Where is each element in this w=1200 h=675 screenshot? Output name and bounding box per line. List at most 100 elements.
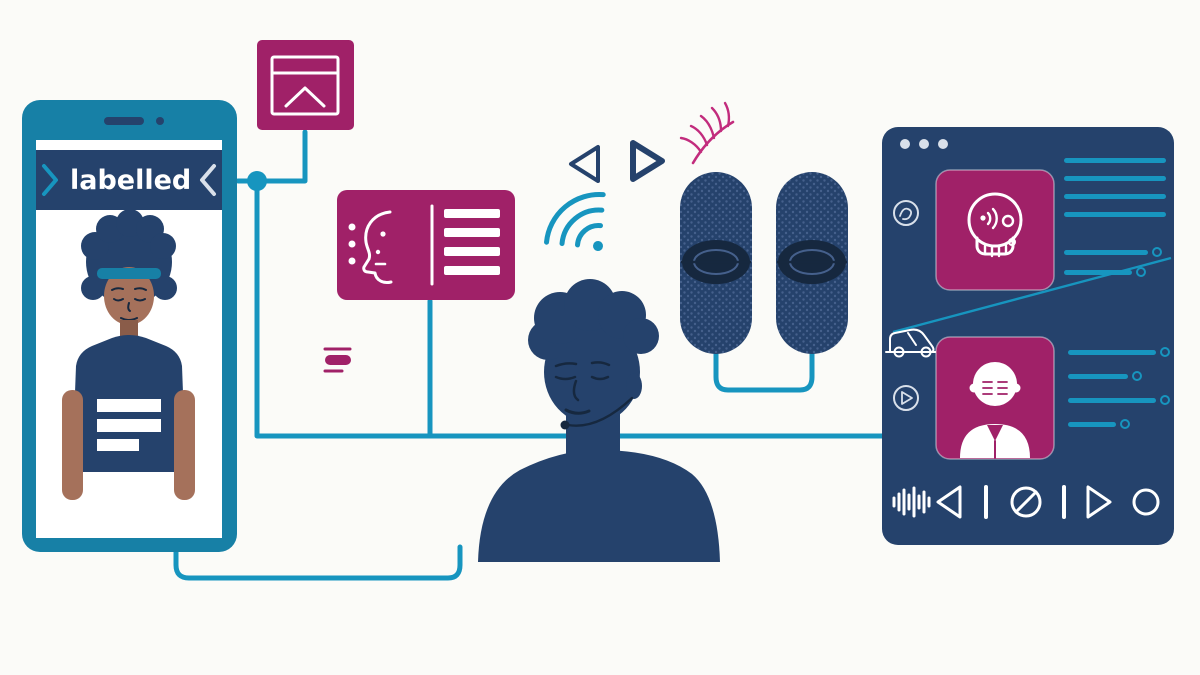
van-window-line — [907, 332, 917, 346]
line-end-dot — [1136, 267, 1146, 277]
ear — [626, 373, 642, 399]
window-dot — [919, 139, 929, 149]
nose — [127, 302, 131, 312]
screen-label: labelled — [70, 165, 191, 196]
text-bar-2 — [444, 228, 500, 237]
block-icon — [1010, 486, 1042, 518]
wifi-arc-2 — [559, 207, 605, 247]
play-badge-icon — [893, 385, 919, 411]
wifi-arc-3 — [544, 192, 606, 245]
header-bar — [36, 150, 222, 210]
feather-stem — [691, 120, 735, 165]
wifi-arc-1 — [575, 223, 603, 248]
microphone-right — [776, 172, 848, 354]
text-line-dotted — [1068, 350, 1156, 355]
hair-curl — [623, 318, 659, 354]
eyebrows — [111, 287, 147, 291]
feather-barb — [710, 106, 723, 133]
connector-main-bus — [254, 178, 885, 439]
text-bar-1 — [444, 209, 500, 218]
microphone-left — [680, 172, 752, 354]
card-bg — [935, 169, 1055, 291]
arm-left — [62, 390, 83, 500]
van-wheel — [920, 346, 932, 358]
playback-controls — [892, 485, 1160, 519]
toggle-pill — [325, 355, 351, 365]
mic-boom — [566, 396, 634, 427]
forward-icon — [1086, 485, 1112, 519]
line-end-dot — [1132, 371, 1142, 381]
van-wheel — [893, 346, 905, 358]
arm-right — [174, 390, 195, 500]
text-line-dotted — [1064, 250, 1148, 255]
app-panel — [882, 127, 1174, 545]
rewind-icon — [936, 485, 962, 519]
skull-eye-dot — [980, 215, 986, 221]
window-dot — [938, 139, 948, 149]
dot-3 — [348, 257, 356, 265]
microphone-pair — [680, 172, 848, 393]
headset-mic-icon — [560, 420, 570, 430]
face — [104, 267, 154, 325]
window-dots — [900, 139, 948, 149]
avatar-collar — [987, 425, 1003, 441]
nose — [572, 379, 580, 402]
text-line — [1064, 212, 1166, 217]
chevron-right-icon — [42, 164, 58, 196]
line-end-dot — [1152, 247, 1162, 257]
skull-text-lines — [1064, 158, 1166, 277]
screen-header: labelled — [36, 150, 222, 210]
badge-play-flag — [901, 391, 913, 405]
connector-phone-bottom — [173, 544, 463, 581]
camera-dot — [156, 117, 164, 125]
text-line-dotted — [1068, 374, 1128, 379]
connector-phone-to-thumbnail — [235, 129, 308, 184]
mic-cable — [713, 351, 815, 393]
hair-bump — [150, 233, 176, 259]
face-recognition-card — [337, 190, 515, 300]
avatar-card — [935, 336, 1055, 460]
line-end-dot — [1160, 347, 1170, 357]
thumbnail-tile — [257, 40, 354, 130]
profile-nose-dot — [375, 249, 381, 255]
skull-teeth — [983, 244, 1008, 258]
scribble-badge-icon — [893, 200, 919, 226]
skull-chin-ring — [1008, 238, 1016, 246]
window-dot — [900, 139, 910, 149]
dot-2 — [348, 240, 356, 248]
text-line-dotted — [1068, 422, 1116, 427]
hair-side-right — [153, 276, 177, 300]
skull-cranium — [967, 192, 1023, 248]
line-end-dot — [1120, 419, 1130, 429]
prev-triangle-icon — [569, 145, 600, 183]
van-sketch-icon — [885, 328, 937, 358]
text-line — [1064, 158, 1166, 163]
skull-sound-arcs — [986, 207, 998, 230]
skull-eye-ring — [1001, 214, 1015, 228]
line-end-dot — [1160, 395, 1170, 405]
eyebrows — [554, 361, 611, 368]
card-bg — [337, 190, 515, 300]
shirt-stripe-1 — [97, 399, 161, 412]
badge-scribble — [899, 207, 913, 221]
wifi-dot — [593, 241, 603, 252]
junction-dot — [247, 171, 267, 191]
connector-lines — [173, 129, 885, 581]
avatar-text-lines — [1068, 347, 1170, 429]
skull-audio-card — [935, 169, 1055, 291]
text-line-dotted — [1064, 270, 1132, 275]
skull-jaw — [975, 236, 1015, 256]
badge-circle — [893, 200, 919, 226]
neck — [120, 320, 138, 340]
feather-barb — [689, 124, 709, 147]
profile-outline — [362, 210, 393, 284]
head — [544, 320, 640, 424]
closed-eyes — [113, 298, 146, 302]
chevron-left-icon — [200, 164, 216, 196]
feather-barb — [699, 114, 716, 140]
feather-icon — [679, 101, 735, 165]
shirt-stripe-3 — [97, 439, 139, 451]
wifi-signal-icon — [544, 192, 606, 252]
